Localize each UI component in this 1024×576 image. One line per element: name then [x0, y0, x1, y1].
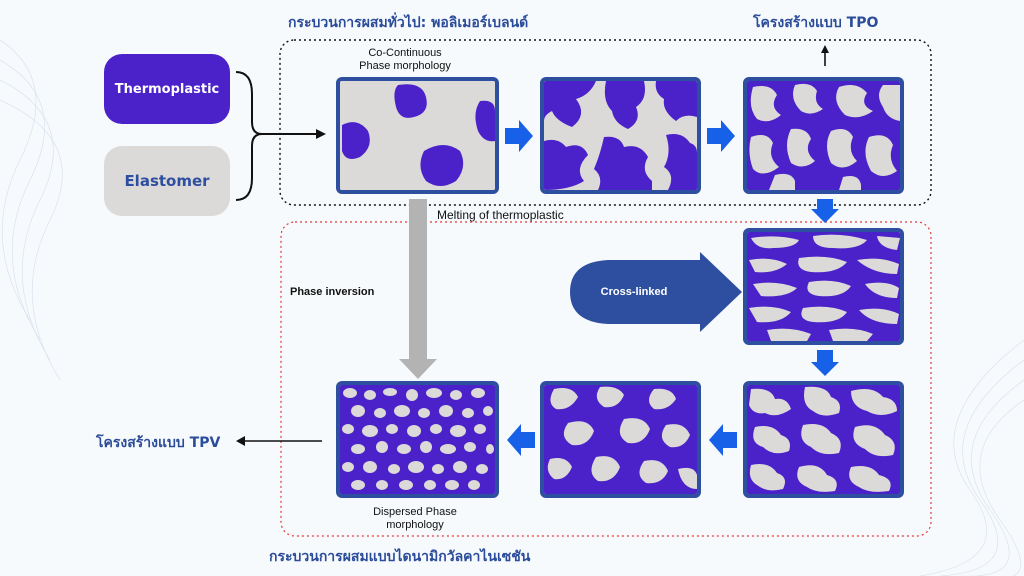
tpo-up-arrow-head	[821, 45, 829, 53]
phase-inversion-arrow-head	[399, 359, 437, 379]
tpo-structure-label: โครงสร้างแบบ TPO	[753, 15, 879, 31]
tpv-arrow-head	[236, 436, 245, 446]
melting-label: Melting of thermoplastic	[437, 208, 564, 222]
brace-arrow-head	[316, 129, 326, 139]
cross-linked-arrow	[570, 252, 742, 332]
morphology-panel-initial	[336, 77, 499, 194]
morphology-panel-tpo	[743, 77, 904, 194]
elastomer-box: Elastomer	[104, 146, 230, 216]
cross-linked-label: Cross-linked	[600, 286, 668, 298]
morphology-panel-inverting	[743, 381, 904, 498]
co-continuous-label: Co-Continuous Phase morphology	[359, 47, 451, 72]
dynamic-vulcanization-region-border	[280, 221, 932, 537]
morphology-panel-dispersed	[336, 381, 499, 498]
phase-inversion-arrow-shaft	[409, 199, 427, 361]
morphology-panel-semi-dispersed	[540, 381, 701, 498]
blue-arrow-left-1	[709, 424, 737, 456]
input-brace	[235, 71, 263, 201]
blue-arrow-down-2	[811, 350, 839, 376]
morphology-panel-co-continuous	[540, 77, 701, 194]
morphology-panel-cross-linked	[743, 228, 904, 345]
thermoplastic-box: Thermoplastic	[104, 54, 230, 124]
top-process-title: กระบวนการผสมทั่วไป: พอลิเมอร์เบลนด์	[288, 15, 529, 31]
blue-arrow-right-2	[707, 120, 735, 152]
bottom-process-title: กระบวนการผสมแบบไดนามิกวัลคาไนเซชัน	[269, 549, 531, 565]
blend-region-border	[279, 39, 932, 206]
blue-arrow-right-1	[505, 120, 533, 152]
dispersed-phase-label: Dispersed Phase morphology	[373, 506, 457, 531]
blue-arrow-down-1	[811, 199, 839, 223]
blue-arrow-left-2	[507, 424, 535, 456]
tpv-structure-label: โครงสร้างแบบ TPV	[96, 435, 221, 451]
phase-inversion-label: Phase inversion	[290, 286, 375, 298]
